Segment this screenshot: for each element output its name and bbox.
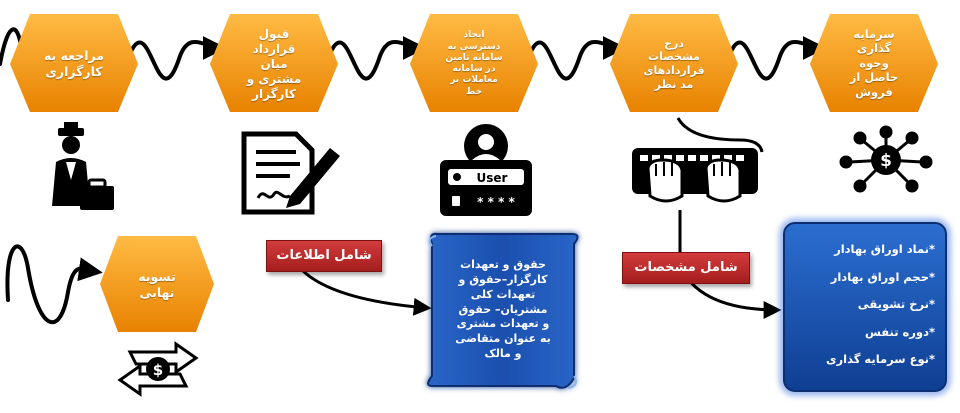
specs-list-item: *نرخ تشویقی <box>857 297 935 311</box>
specs-list-item: *حجم اوراق بهادار <box>830 269 935 284</box>
info-scroll-text: حقوق و تعهدات کارگزار–حقوق و تعهدات کلی … <box>455 258 551 361</box>
wave-connector-5 <box>724 35 827 81</box>
specs-list-item: *نماد اوراق بهادار <box>834 242 935 256</box>
step-5-label: سرمایه گذاری وجوه حاصل از فروش <box>849 27 899 99</box>
connectors <box>0 27 827 325</box>
step-hex-5 <box>810 14 938 112</box>
wave-connector-3 <box>324 35 427 81</box>
info-scroll <box>427 232 579 389</box>
specs-list: *نماد اوراق بهادار *حجم اوراق بهادار *نر… <box>783 222 947 392</box>
contract-signing-icon <box>241 131 340 215</box>
step-3-label: ایجاد دسترسی به سامانه تامین در سامانه م… <box>445 30 503 97</box>
step-hex-2 <box>210 14 338 112</box>
broker-person-icon <box>52 122 114 210</box>
wave-connector-2 <box>124 35 227 81</box>
specs-list-item: *نوع سرمایه گذاری <box>825 352 935 366</box>
step-6-label: تسویه نهایی <box>138 269 176 300</box>
wave-connector-6 <box>5 244 103 325</box>
step-hex-1 <box>10 14 138 112</box>
info-tag: شامل اطلاعات <box>266 240 382 272</box>
user-card-username: User <box>477 171 508 185</box>
money-network-icon: $ <box>839 125 933 193</box>
svg-text:$: $ <box>153 361 163 379</box>
hexagons <box>10 14 938 332</box>
svg-text:$: $ <box>880 151 892 171</box>
specs-list-item: *دوره تنفس <box>864 324 935 339</box>
specs-tag: شامل مشخصات <box>622 252 750 284</box>
user-card-password: * * * * <box>477 195 515 209</box>
step-2-label: قبول قرارداد میان مشتری و کارگزار <box>246 26 302 101</box>
step-hex-3 <box>410 14 538 112</box>
user-login-card-icon: User * * * * <box>440 124 532 216</box>
keyboard-hands-icon <box>632 117 764 203</box>
wave-connector-4 <box>524 35 627 81</box>
step-1-label: مراجعه به کارگزاری <box>43 48 105 79</box>
step-hex-6 <box>100 236 214 332</box>
step-hex-4 <box>610 14 738 112</box>
money-exchange-icon: $ <box>117 341 199 397</box>
step-4-label: درج مشخصات قراردادهای مد نظر <box>643 36 705 91</box>
